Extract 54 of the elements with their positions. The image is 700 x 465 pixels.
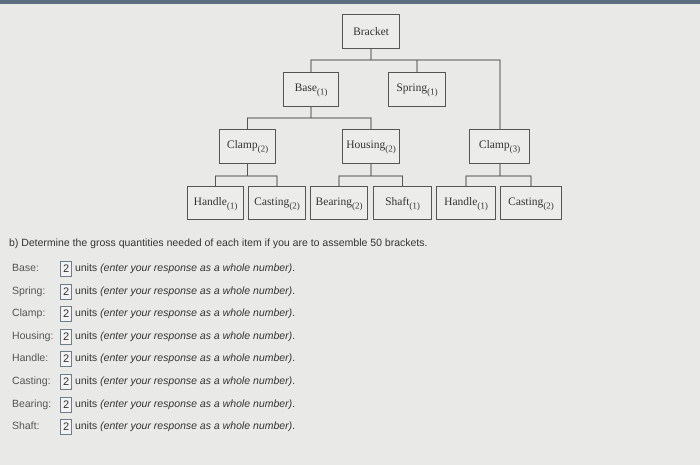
answer-box: 2 — [60, 261, 72, 277]
part-label: Bracket — [353, 26, 389, 38]
tree-connector — [370, 48, 500, 130]
item-label: Bearing: — [12, 398, 52, 410]
unit-instruction: units (enter your response as a whole number). — [75, 284, 296, 297]
part-box — [283, 72, 339, 107]
part-label: Casting$_{(2)}$ — [254, 196, 300, 210]
part-label: Clamp$_{(2)}$ — [226, 139, 268, 154]
answer-box: 2 — [60, 374, 72, 390]
part-label: Spring$_{(1)}$ — [396, 82, 438, 97]
part-box — [469, 129, 530, 164]
part-box — [388, 72, 446, 107]
item-label: Handle: — [12, 352, 48, 364]
part-label: Shaft$_{(1)}$ — [385, 196, 420, 210]
item-label: Spring: — [12, 284, 46, 297]
part-label: Bearing$_{(2)}$ — [316, 196, 362, 210]
part-box — [219, 129, 276, 164]
part-label: Clamp$_{(3)}$ — [478, 139, 520, 154]
part-box — [187, 186, 244, 220]
unit-instruction: units (enter your response as a whole number). — [75, 330, 296, 342]
part-box — [436, 186, 496, 220]
unit-instruction: units (enter your response as a whole number). — [75, 420, 296, 432]
answer-box: 2 — [60, 284, 72, 300]
part-label: Handle$_{(1)}$ — [194, 196, 238, 210]
part-label: Handle$_{(1)}$ — [444, 196, 488, 210]
tree-connector — [247, 164, 278, 186]
unit-instruction: units (enter your response as a whole number). — [75, 307, 296, 320]
answer-box: 2 — [60, 351, 72, 368]
answer-box: 2 — [60, 419, 72, 436]
part-label: Base$_{(1)}$ — [294, 82, 328, 97]
answer-box: 2 — [60, 328, 72, 345]
unit-instruction: units (enter your response as a whole number). — [75, 398, 296, 410]
tree-connector — [310, 106, 372, 130]
tree-connector — [500, 164, 532, 186]
part-box — [342, 129, 400, 164]
unit-instruction: units (enter your response as a whole number). — [75, 352, 296, 364]
part-label: Housing$_{(2)}$ — [346, 139, 396, 154]
tree-connector — [370, 164, 403, 186]
answer-box: 2 — [60, 396, 72, 413]
part-box — [310, 186, 368, 220]
item-label: Shaft: — [12, 420, 40, 432]
item-label: Casting: — [12, 375, 51, 387]
item-label: Base: — [12, 262, 39, 274]
answer-box: 2 — [60, 306, 72, 322]
part-label: Casting$_{(2)}$ — [508, 196, 554, 210]
part-box — [500, 186, 562, 220]
part-box — [373, 186, 432, 220]
part-box — [342, 14, 400, 49]
part-box — [248, 186, 306, 220]
item-label: Clamp: — [12, 307, 46, 320]
question-text: b) Determine the gross quantities needed of each item if you are to assemble 50 brackets. — [9, 237, 428, 249]
unit-instruction: units (enter your response as a whole number). — [75, 262, 296, 274]
unit-instruction: units (enter your response as a whole number). — [75, 375, 296, 387]
item-label: Housing: — [12, 330, 54, 342]
